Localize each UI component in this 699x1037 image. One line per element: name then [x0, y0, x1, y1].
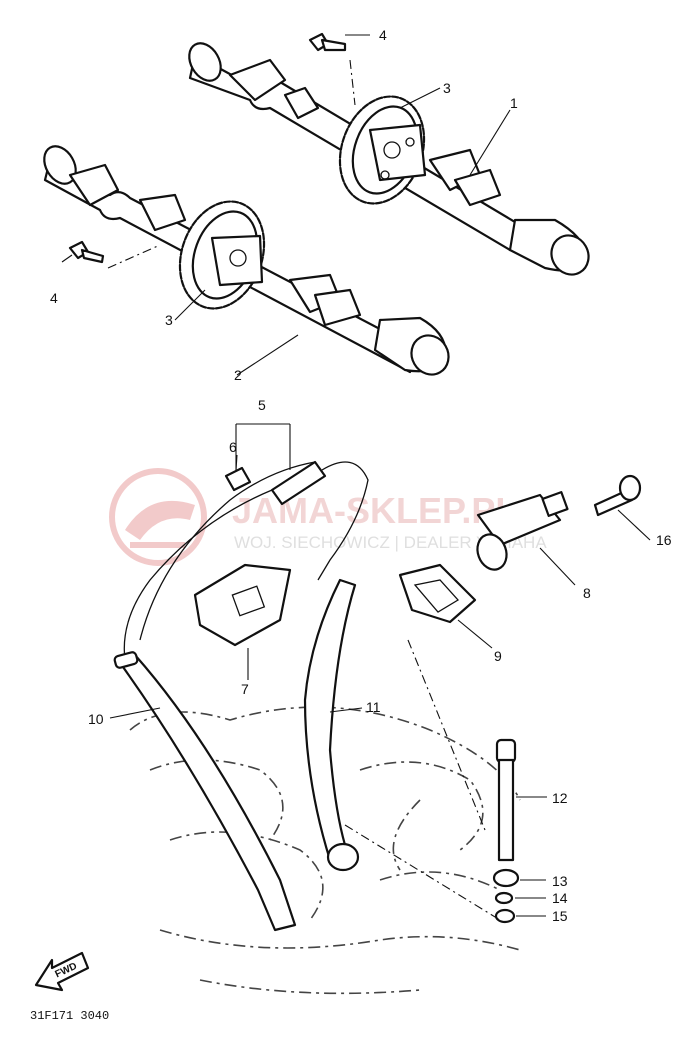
- watermark-subline: WOJ. SIECHOWICZ | DEALER YAMAHA: [234, 533, 547, 552]
- leader-lines: [61, 34, 651, 917]
- spring-13: [492, 868, 520, 888]
- callout-4-upper: 4: [379, 27, 387, 43]
- alignment-lines: [344, 639, 501, 921]
- callout-14: 14: [552, 890, 568, 906]
- chain-guide-top: [193, 563, 292, 647]
- callout-15: 15: [552, 908, 568, 924]
- callout-10: 10: [88, 711, 104, 727]
- watermark-logo: [109, 468, 207, 566]
- tensioner-gasket: [398, 563, 477, 624]
- chain-joint-clip: [224, 466, 252, 492]
- callout-8: 8: [583, 585, 591, 601]
- diagram-code: 31F171 3040: [30, 1009, 109, 1023]
- callout-7: 7: [241, 681, 249, 697]
- callout-9: 9: [494, 648, 502, 664]
- cam-sprocket-upper: [338, 95, 427, 205]
- callouts: 1 2 3 3 4 4 5 6 7 8 9 10 11 12 13 14 15 …: [50, 27, 672, 924]
- callout-4-lower: 4: [50, 290, 58, 306]
- callout-1: 1: [510, 95, 518, 111]
- callout-2: 2: [234, 367, 242, 383]
- callout-6: 6: [229, 439, 237, 455]
- callout-3-lower: 3: [165, 312, 173, 328]
- callout-11: 11: [366, 699, 381, 715]
- sprocket-bolt-lower: [68, 240, 161, 269]
- chain-joint-link: [270, 460, 327, 506]
- watermark-brand: JAMA-SKLEP.PL: [232, 490, 517, 531]
- washer-14: [494, 891, 514, 905]
- cam-sprocket-lower: [178, 200, 266, 310]
- sprocket-bolt-upper: [308, 32, 356, 106]
- callout-13: 13: [552, 873, 568, 889]
- callout-16: 16: [656, 532, 672, 548]
- front-arrow-icon: FWD: [34, 951, 90, 992]
- washer-15: [494, 908, 516, 924]
- callout-12: 12: [552, 790, 568, 806]
- chain-tensioner: [476, 491, 569, 571]
- chain-guide-exhaust-side: [303, 578, 360, 872]
- tensioner-bolt: [593, 474, 642, 517]
- chain-guide-intake-side: [113, 651, 297, 932]
- callout-3-upper: 3: [443, 80, 451, 96]
- callout-5: 5: [258, 397, 266, 413]
- cam-chain: [123, 461, 369, 661]
- tensioner-rod: [495, 738, 517, 862]
